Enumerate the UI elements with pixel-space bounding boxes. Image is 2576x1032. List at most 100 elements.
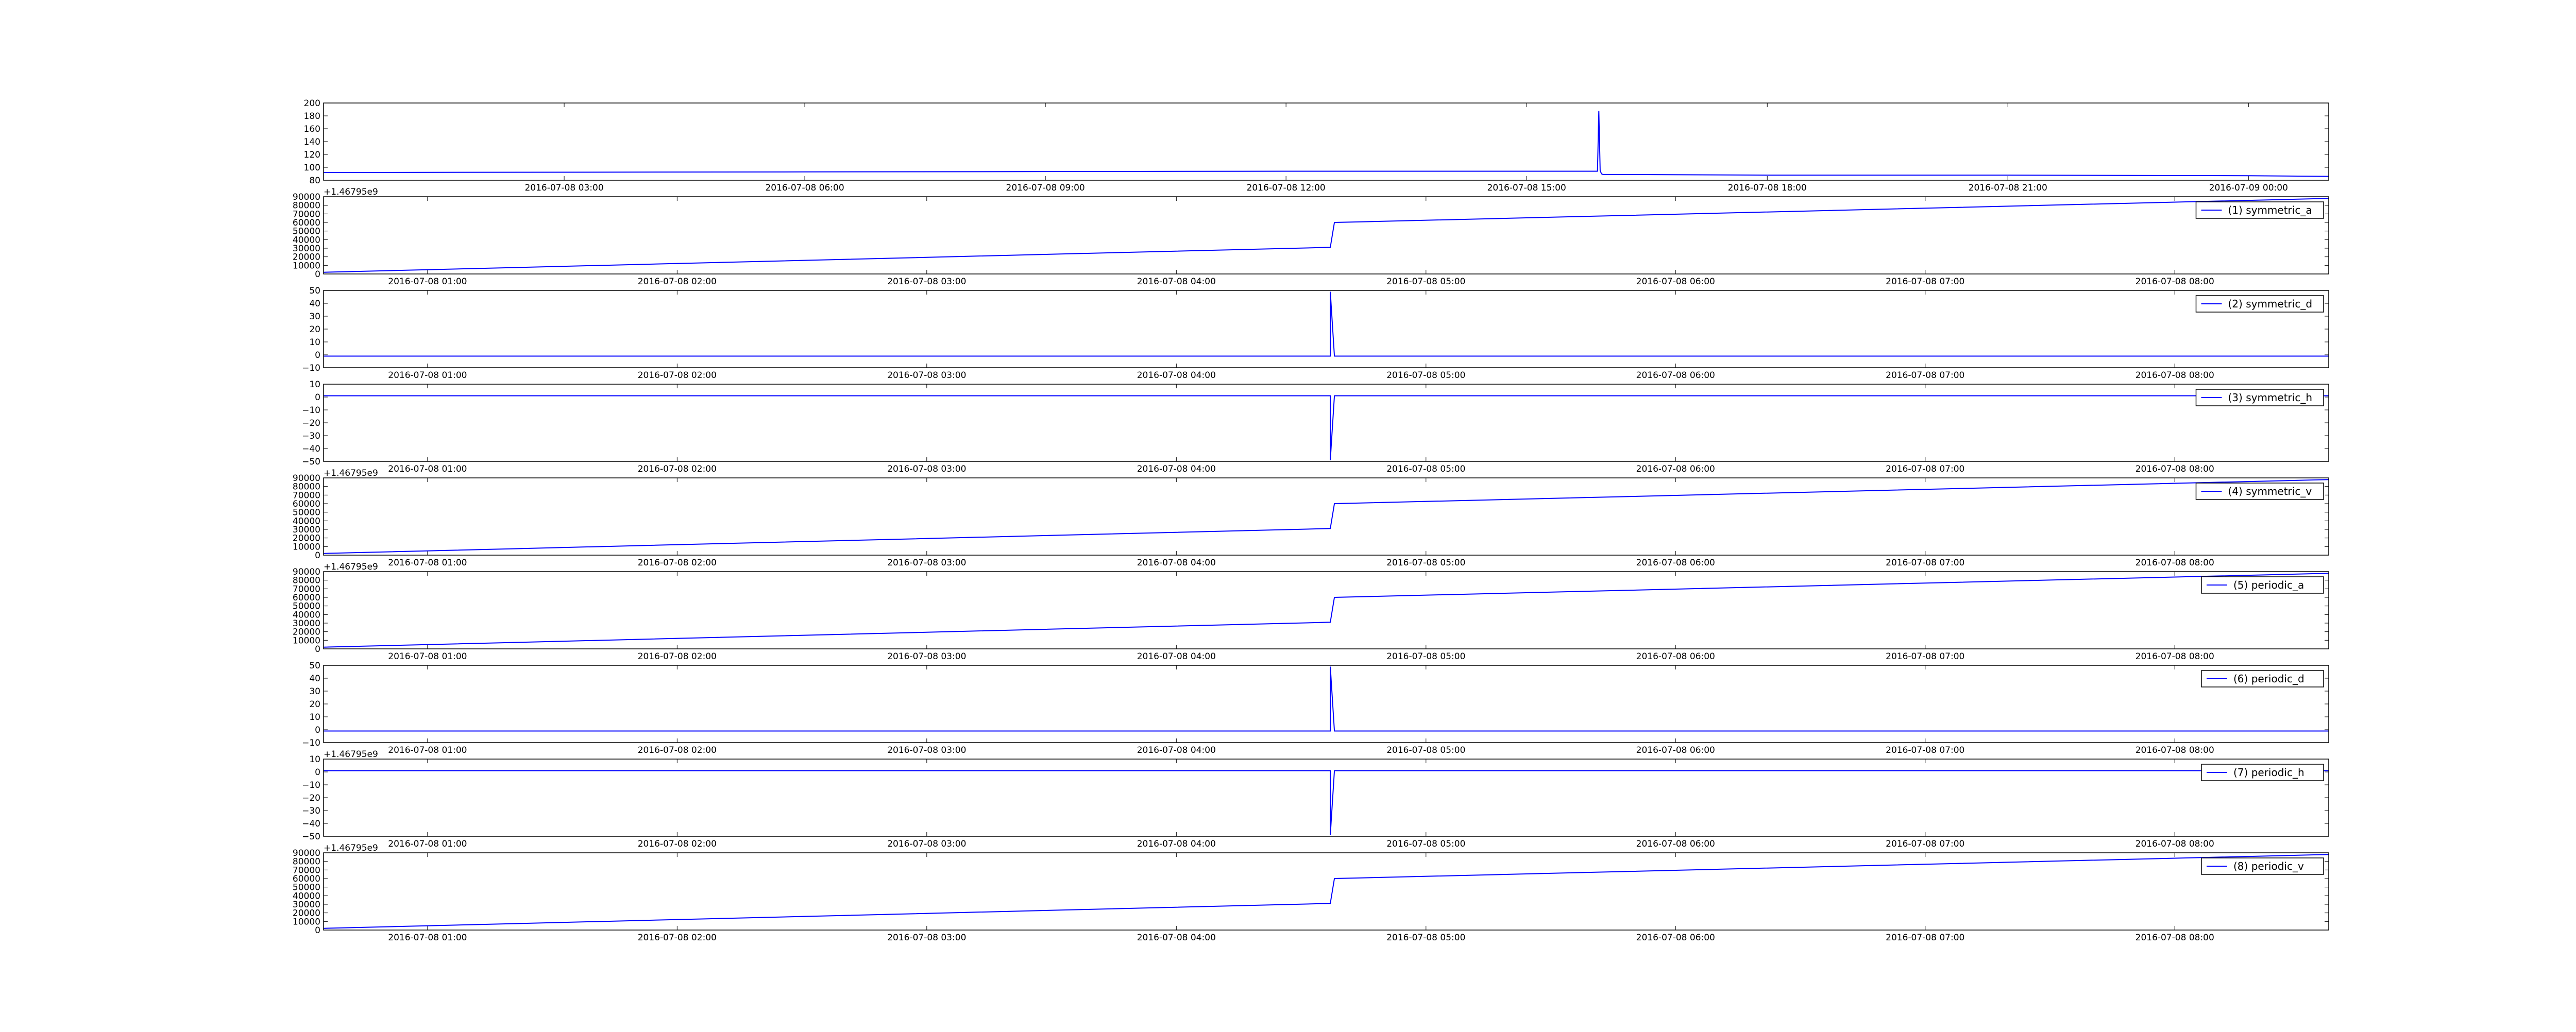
x-tick-label: 2016-07-08 04:00 — [1137, 277, 1216, 287]
series-line-1 — [324, 395, 2329, 460]
x-tick-label: 2016-07-08 04:00 — [1137, 651, 1216, 662]
legend-label: (8) periodic_v — [2233, 860, 2304, 872]
y-tick-label: −30 — [302, 806, 320, 816]
axes-frame — [323, 852, 2329, 931]
x-tick-label: 2016-07-08 03:00 — [887, 745, 966, 755]
x-tick-label: 2016-07-08 04:00 — [1137, 745, 1216, 755]
y-tick-label: 50000 — [293, 601, 320, 612]
legend: (5) periodic_a — [2201, 576, 2324, 594]
y-tick-label: 120 — [304, 150, 320, 160]
axes-frame — [323, 759, 2329, 837]
x-tick-label: 2016-07-08 02:00 — [638, 558, 717, 568]
x-tick-label: 2016-07-08 07:00 — [1886, 933, 1964, 943]
panel-9: 0100002000030000400005000060000700008000… — [293, 843, 2329, 943]
legend-label: (6) periodic_d — [2233, 673, 2304, 685]
x-tick-label: 2016-07-08 05:00 — [1386, 558, 1465, 568]
y-tick-label: 90000 — [293, 473, 320, 484]
y-tick-label: 90000 — [293, 567, 320, 577]
y-tick-label: 40000 — [293, 235, 320, 245]
y-tick-label: 90000 — [293, 192, 320, 202]
x-tick-label: 2016-07-08 01:00 — [388, 839, 467, 849]
x-tick-label: 2016-07-08 08:00 — [2136, 651, 2214, 662]
x-tick-label: 2016-07-08 08:00 — [2136, 277, 2214, 287]
x-tick-label: 2016-07-08 07:00 — [1886, 464, 1964, 474]
legend-label: (2) symmetric_d — [2228, 298, 2313, 310]
y-tick-label: 0 — [315, 392, 320, 403]
x-tick-label: 2016-07-08 08:00 — [2136, 558, 2214, 568]
series-line-1 — [323, 573, 2329, 648]
legend-label: (5) periodic_a — [2233, 579, 2304, 591]
x-tick-label: 2016-07-08 08:00 — [2136, 370, 2214, 381]
series-line-1 — [323, 110, 2329, 177]
axes-frame — [323, 665, 2329, 743]
y-tick-label: 70000 — [293, 209, 320, 219]
y-tick-label: 60000 — [293, 593, 320, 603]
x-tick-label: 2016-07-08 04:00 — [1137, 558, 1216, 568]
x-tick-label: 2016-07-08 06:00 — [1636, 745, 1715, 755]
y-tick-label: −30 — [302, 431, 320, 441]
legend-label: (3) symmetric_h — [2228, 391, 2313, 404]
y-tick-label: 50000 — [293, 883, 320, 893]
x-tick-label: 2016-07-08 02:00 — [638, 839, 717, 849]
legend: (7) periodic_h — [2201, 764, 2324, 781]
y-tick-label: 20 — [309, 324, 320, 335]
y-tick-label: 90000 — [293, 848, 320, 858]
x-tick-label: 2016-07-08 05:00 — [1386, 839, 1465, 849]
x-tick-label: 2016-07-08 04:00 — [1137, 370, 1216, 381]
x-tick-label: 2016-07-08 01:00 — [388, 745, 467, 755]
x-tick-label: 2016-07-08 05:00 — [1386, 464, 1465, 474]
legend-box — [2195, 201, 2324, 219]
legend: (1) symmetric_a — [2195, 201, 2324, 219]
y-tick-label: 50 — [309, 661, 320, 671]
x-tick-label: 2016-07-08 08:00 — [2136, 839, 2214, 849]
y-tick-label: 30000 — [293, 900, 320, 910]
x-tick-label: 2016-07-08 02:00 — [638, 933, 717, 943]
legend: (4) symmetric_v — [2195, 483, 2324, 500]
y-tick-label: 0 — [315, 767, 320, 778]
legend-label: (1) symmetric_a — [2228, 204, 2312, 216]
x-tick-label: 2016-07-08 02:00 — [638, 370, 717, 381]
x-tick-label: 2016-07-08 04:00 — [1137, 464, 1216, 474]
x-tick-label: 2016-07-08 05:00 — [1386, 277, 1465, 287]
x-tick-label: 2016-07-08 03:00 — [524, 183, 603, 193]
y-tick-label: 40 — [309, 674, 320, 684]
x-tick-label: 2016-07-08 06:00 — [1636, 651, 1715, 662]
y-tick-label: 0 — [315, 350, 320, 360]
series-line-1 — [323, 854, 2329, 929]
y-tick-label: 0 — [315, 269, 320, 280]
x-tick-label: 2016-07-08 03:00 — [887, 651, 966, 662]
y-tick-label: 30000 — [293, 525, 320, 535]
y-tick-label: 10 — [309, 712, 320, 723]
x-tick-label: 2016-07-08 03:00 — [887, 277, 966, 287]
axes-frame — [323, 102, 2329, 181]
y-tick-label: 180 — [304, 111, 320, 122]
y-tick-label: 40000 — [293, 891, 320, 901]
offset-label: +1.46795e9 — [324, 468, 378, 478]
y-tick-label: 30 — [309, 312, 320, 322]
legend: (2) symmetric_d — [2195, 295, 2324, 313]
x-tick-label: 2016-07-08 07:00 — [1886, 745, 1964, 755]
y-tick-label: 10000 — [293, 635, 320, 646]
y-tick-label: 0 — [315, 725, 320, 735]
series-line-1 — [324, 770, 2329, 835]
y-tick-label: 30000 — [293, 244, 320, 254]
y-tick-label: 50000 — [293, 508, 320, 518]
x-tick-label: 2016-07-08 03:00 — [887, 370, 966, 381]
series-line-1 — [323, 479, 2329, 554]
panel-2: 0100002000030000400005000060000700008000… — [293, 187, 2329, 287]
y-tick-label: 80000 — [293, 576, 320, 586]
x-tick-label: 2016-07-08 06:00 — [1636, 933, 1715, 943]
x-tick-label: 2016-07-08 03:00 — [887, 839, 966, 849]
y-tick-label: 140 — [304, 137, 320, 147]
x-tick-label: 2016-07-08 06:00 — [1636, 464, 1715, 474]
offset-label: +1.46795e9 — [324, 187, 378, 197]
x-tick-label: 2016-07-08 04:00 — [1137, 839, 1216, 849]
y-tick-label: 10 — [309, 380, 320, 390]
y-tick-label: 0 — [315, 925, 320, 936]
y-tick-label: 30000 — [293, 618, 320, 629]
x-tick-label: 2016-07-08 01:00 — [388, 651, 467, 662]
